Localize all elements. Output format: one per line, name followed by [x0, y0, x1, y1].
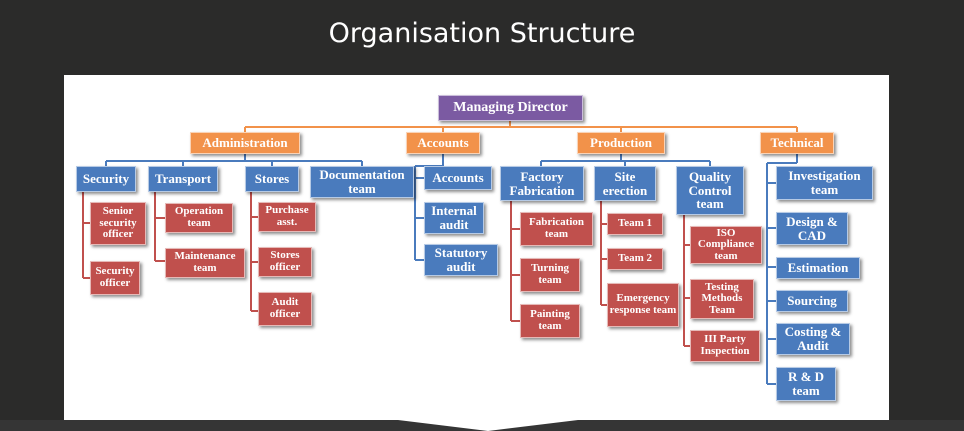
unit-security: Security: [76, 166, 136, 192]
team-iii-party-inspection: III Party Inspection: [690, 330, 760, 362]
team-security-officer: Security officer: [90, 261, 140, 295]
unit-costing-audit: Costing & Audit: [776, 323, 850, 355]
org-chart-canvas: Managing Director Administration Account…: [64, 75, 889, 420]
team-maintenance-team: Maintenance team: [165, 248, 245, 278]
bottom-notch: [398, 420, 578, 431]
dept-production: Production: [577, 132, 665, 154]
team-senior-security-officer: Senior security officer: [90, 202, 146, 245]
dept-accounts: Accounts: [406, 132, 480, 154]
team-audit-officer: Audit officer: [258, 292, 312, 326]
team-team-2: Team 2: [607, 248, 663, 270]
dept-technical: Technical: [760, 132, 834, 154]
connector-lines: [82, 121, 798, 385]
team-iso-compliance-team: ISO Compliance team: [690, 226, 762, 264]
unit-quality-control-team: Quality Control team: [676, 166, 744, 215]
unit-estimation: Estimation: [776, 257, 860, 279]
page-title: Organisation Structure: [328, 18, 636, 49]
unit-investigation-team: Investigation team: [776, 166, 873, 200]
team-painting-team: Painting team: [520, 304, 580, 338]
unit-statutory-audit: Statutory audit: [424, 244, 498, 276]
team-stores-officer: Stores officer: [258, 247, 312, 277]
unit-stores: Stores: [245, 166, 299, 192]
team-purchase-asst: Purchase asst.: [258, 202, 316, 232]
team-team-1: Team 1: [607, 213, 663, 235]
team-testing-methods-team: Testing Methods Team: [690, 279, 754, 319]
unit-r-and-d-team: R & D team: [776, 367, 836, 401]
dept-administration: Administration: [190, 132, 300, 154]
unit-site-erection: Site erection: [594, 166, 656, 201]
unit-design-cad: Design & CAD: [776, 212, 848, 245]
unit-factory-fabrication: Factory Fabrication: [500, 166, 584, 201]
team-operation-team: Operation team: [165, 203, 233, 233]
team-turning-team: Turning team: [520, 258, 580, 292]
unit-transport: Transport: [148, 166, 218, 192]
team-fabrication-team: Fabrication team: [520, 212, 593, 246]
managing-director-node: Managing Director: [438, 95, 583, 121]
unit-documentation-team: Documentation team: [310, 166, 414, 198]
team-emergency-response-team: Emergency response team: [607, 283, 679, 327]
unit-accounts: Accounts: [424, 166, 492, 190]
unit-sourcing: Sourcing: [776, 290, 848, 312]
unit-internal-audit: Internal audit: [424, 202, 484, 234]
